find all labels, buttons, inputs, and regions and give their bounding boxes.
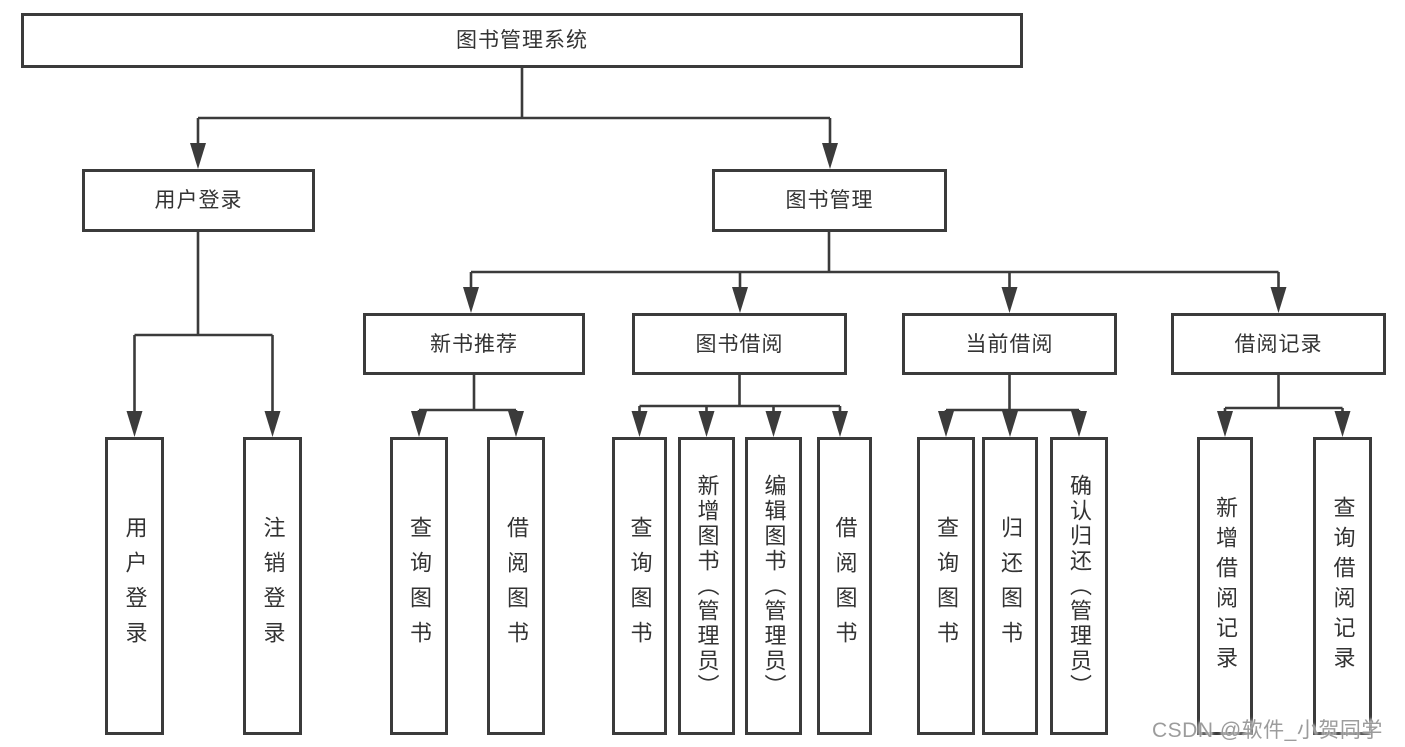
leaf-borrow-borrow-books: 借阅图书: [817, 437, 872, 735]
leaf-current-return-books: 归还图书: [982, 437, 1038, 735]
node-borrowing-records: 借阅记录: [1171, 313, 1386, 375]
leaf-logout: 注销登录: [243, 437, 302, 735]
leaf-borrow-query-books: 查询图书: [612, 437, 667, 735]
leaf-current-query-books: 查询图书: [917, 437, 975, 735]
node-book-management: 图书管理: [712, 169, 947, 232]
node-current-borrowing: 当前借阅: [902, 313, 1117, 375]
leaf-records-add-record: 新增借阅记录: [1197, 437, 1253, 735]
leaf-newrec-borrow-books: 借阅图书: [487, 437, 545, 735]
leaf-newrec-query-books: 查询图书: [390, 437, 448, 735]
node-new-book-recommend: 新书推荐: [363, 313, 585, 375]
node-user-login: 用户登录: [82, 169, 315, 232]
node-root-library-system: 图书管理系统: [21, 13, 1023, 68]
leaf-borrow-add-books-admin: 新增图书（管理员）: [678, 437, 735, 735]
csdn-watermark: CSDN @软件_小贺同学: [1152, 719, 1383, 742]
leaf-borrow-edit-books-admin: 编辑图书（管理员）: [745, 437, 802, 735]
leaf-user-login: 用户登录: [105, 437, 164, 735]
node-book-borrowing: 图书借阅: [632, 313, 847, 375]
leaf-records-query-record: 查询借阅记录: [1313, 437, 1372, 735]
leaf-current-confirm-return-admin: 确认归还（管理员）: [1050, 437, 1108, 735]
